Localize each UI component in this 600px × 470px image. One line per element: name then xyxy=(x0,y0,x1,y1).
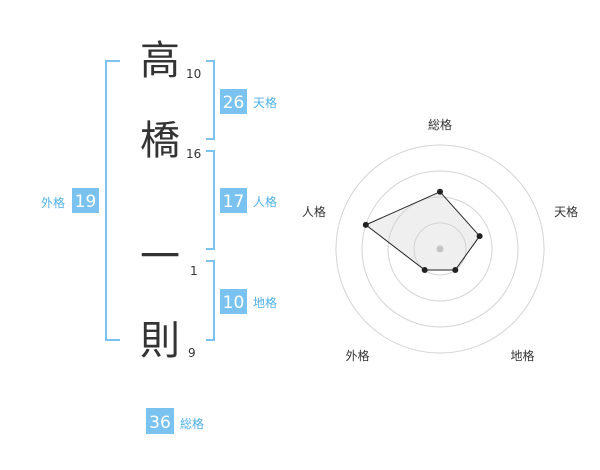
radar-ring xyxy=(361,170,519,328)
chikaku-value: 10 xyxy=(223,293,245,313)
given-char-2: 則 xyxy=(140,318,180,364)
gaikaku-value: 19 xyxy=(75,192,97,212)
gaikaku-label: 外格 xyxy=(41,195,65,210)
chikaku-badge: 10 地格 xyxy=(220,289,277,314)
gaikaku-bracket xyxy=(105,60,120,341)
radar-point-4 xyxy=(421,267,428,273)
given-char-1-strokes: 1 xyxy=(190,264,198,278)
surname-char-1: 高 xyxy=(140,38,180,84)
radar-axis-label: 人格 xyxy=(302,204,326,219)
given-char-2-strokes: 9 xyxy=(188,346,196,360)
radar-ring xyxy=(387,196,493,302)
radar-point-2 xyxy=(476,233,483,240)
radar-axis-label: 天格 xyxy=(554,204,578,219)
chikaku-badge-box xyxy=(220,289,247,314)
radar-point-1 xyxy=(437,188,443,195)
chikaku-label: 地格 xyxy=(253,295,277,310)
radar-center-dot xyxy=(436,245,444,253)
jinkaku-badge-box xyxy=(220,188,247,213)
radar-axis-label: 外格 xyxy=(345,348,369,363)
surname-group: 高 10 橋 16 xyxy=(140,38,201,164)
tenkaku-bracket xyxy=(206,60,215,140)
tenkaku-badge-box xyxy=(220,89,247,114)
jinkaku-label: 人格 xyxy=(253,194,277,209)
radar-ring xyxy=(335,144,545,354)
surname-char-1-strokes: 10 xyxy=(186,67,201,81)
jinkaku-badge: 17 人格 xyxy=(220,188,277,213)
tenkaku-label: 天格 xyxy=(253,95,277,110)
tenkaku-value: 26 xyxy=(223,93,245,113)
radar-axis-label: 総格 xyxy=(428,117,452,132)
given-char-1: 一 xyxy=(140,234,180,280)
soukaku-badge-box xyxy=(146,408,174,434)
surname-char-2: 橋 xyxy=(140,118,180,164)
radar-ring xyxy=(413,222,467,276)
surname-char-2-strokes: 16 xyxy=(186,147,201,161)
tenkaku-badge: 26 天格 xyxy=(220,89,277,114)
jinkaku-bracket xyxy=(206,150,215,250)
chikaku-bracket xyxy=(206,260,215,341)
radar-point-3 xyxy=(452,267,459,273)
radar-axis-label: 地格 xyxy=(511,348,535,363)
radar-point-5 xyxy=(362,221,369,228)
soukaku-value: 36 xyxy=(149,413,171,433)
gaikaku-badge: 外格 19 xyxy=(41,188,99,213)
gaikaku-badge-box xyxy=(72,188,99,213)
radar-series-polygon xyxy=(364,191,481,271)
soukaku-badge: 36 総格 xyxy=(146,408,204,434)
soukaku-label: 総格 xyxy=(180,416,204,431)
jinkaku-value: 17 xyxy=(223,192,245,212)
given-name-group: 一 1 則 9 xyxy=(140,234,198,364)
